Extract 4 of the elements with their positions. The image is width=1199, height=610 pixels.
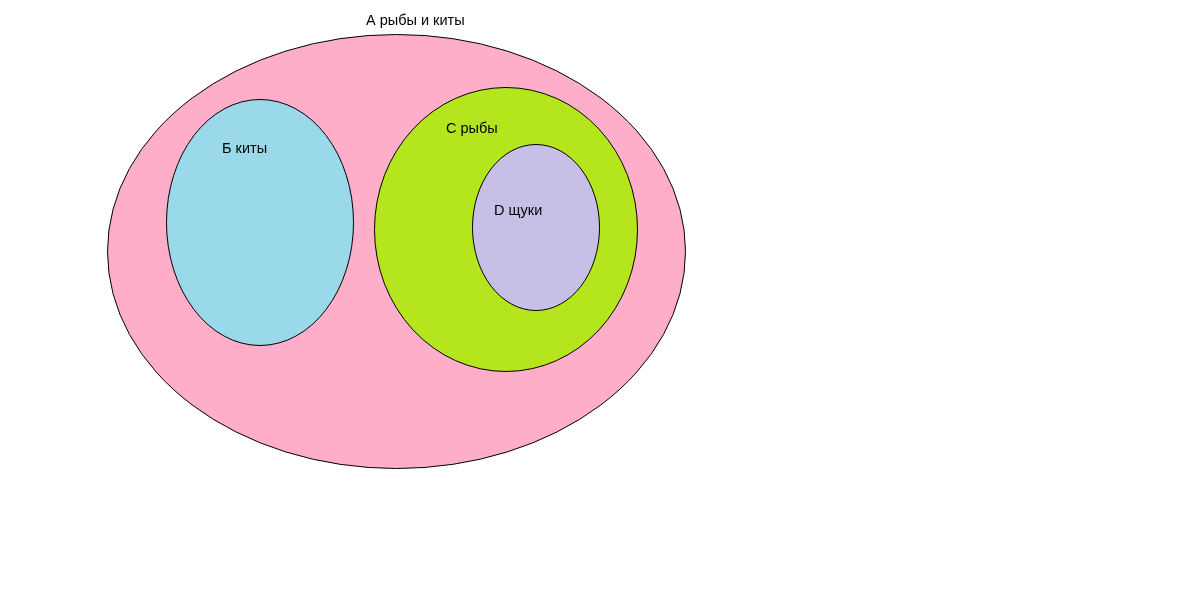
set-label: А рыбы и киты: [366, 12, 465, 28]
set-label: D щуки: [494, 202, 543, 218]
set-label: Б киты: [222, 140, 268, 156]
set-label: С рыбы: [446, 120, 498, 136]
